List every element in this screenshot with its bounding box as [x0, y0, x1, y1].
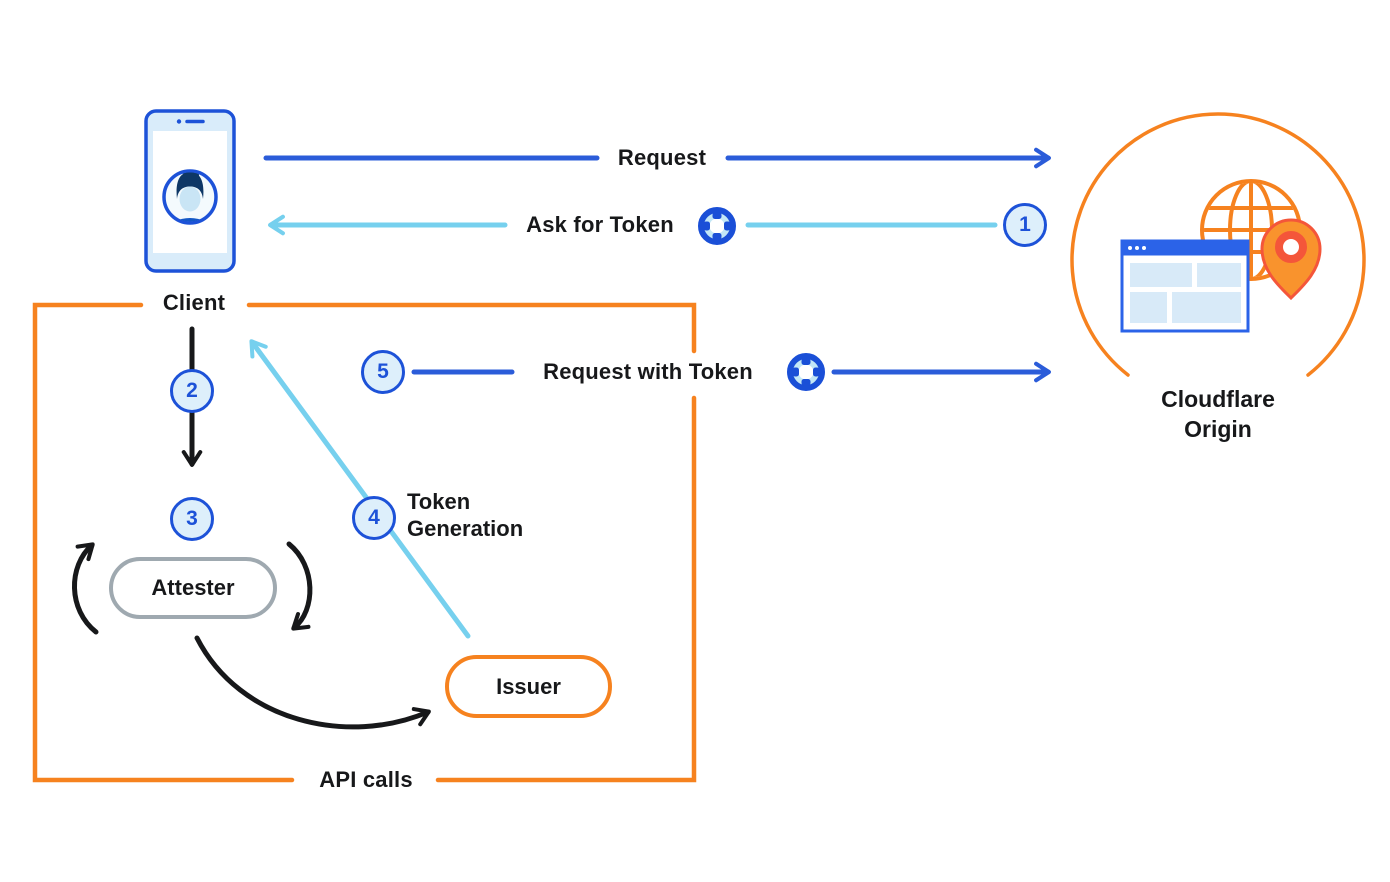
attester-label: Attester: [151, 575, 235, 600]
ask-for-token-label: Ask for Token: [526, 212, 674, 237]
browser-window-icon: [1120, 239, 1250, 333]
attester-loop-arrows: [72, 541, 431, 730]
attester-loop-left-arrow: [72, 542, 99, 635]
token-icon: [701, 210, 733, 242]
cloudflare-origin-line2: Origin: [1184, 416, 1252, 442]
step-badge-4: 4: [352, 496, 396, 540]
attester-node: Attester: [109, 557, 277, 619]
step-badge-2: 2: [170, 369, 214, 413]
step-number: 5: [377, 360, 389, 383]
location-pin-icon: [1260, 218, 1322, 301]
cloudflare-origin-label: Cloudflare Origin: [1161, 384, 1275, 444]
attester-to-issuer-arrow: [194, 635, 431, 730]
client-label: Client: [162, 290, 226, 315]
user-avatar-icon: [162, 169, 218, 225]
issuer-node: Issuer: [445, 655, 612, 718]
cloudflare-origin-icon: [1070, 112, 1366, 377]
api-calls-box: [32, 302, 697, 783]
attester-loop-right-arrow: [286, 541, 313, 631]
origin-circle: [1070, 112, 1366, 377]
token-generation-label: Token Generation: [407, 488, 523, 542]
token-icon: [790, 356, 822, 388]
cloudflare-origin-line1: Cloudflare: [1161, 386, 1275, 412]
step-number: 2: [186, 379, 198, 402]
api-calls-label: API calls: [319, 767, 413, 792]
step-number: 1: [1019, 213, 1031, 236]
step-number: 4: [368, 506, 380, 529]
step-badge-3: 3: [170, 497, 214, 541]
step-badge-5: 5: [361, 350, 405, 394]
issuer-label: Issuer: [496, 673, 561, 699]
step-badge-1: 1: [1003, 203, 1047, 247]
request-label: Request: [617, 145, 707, 170]
step-number: 3: [186, 507, 198, 530]
token-generation-arrow: [249, 339, 471, 639]
token-generation-line2: Generation: [407, 516, 524, 541]
smartphone-icon: [144, 109, 236, 273]
request-with-token-label: Request with Token: [543, 359, 753, 384]
token-generation-line1: Token: [407, 489, 471, 514]
